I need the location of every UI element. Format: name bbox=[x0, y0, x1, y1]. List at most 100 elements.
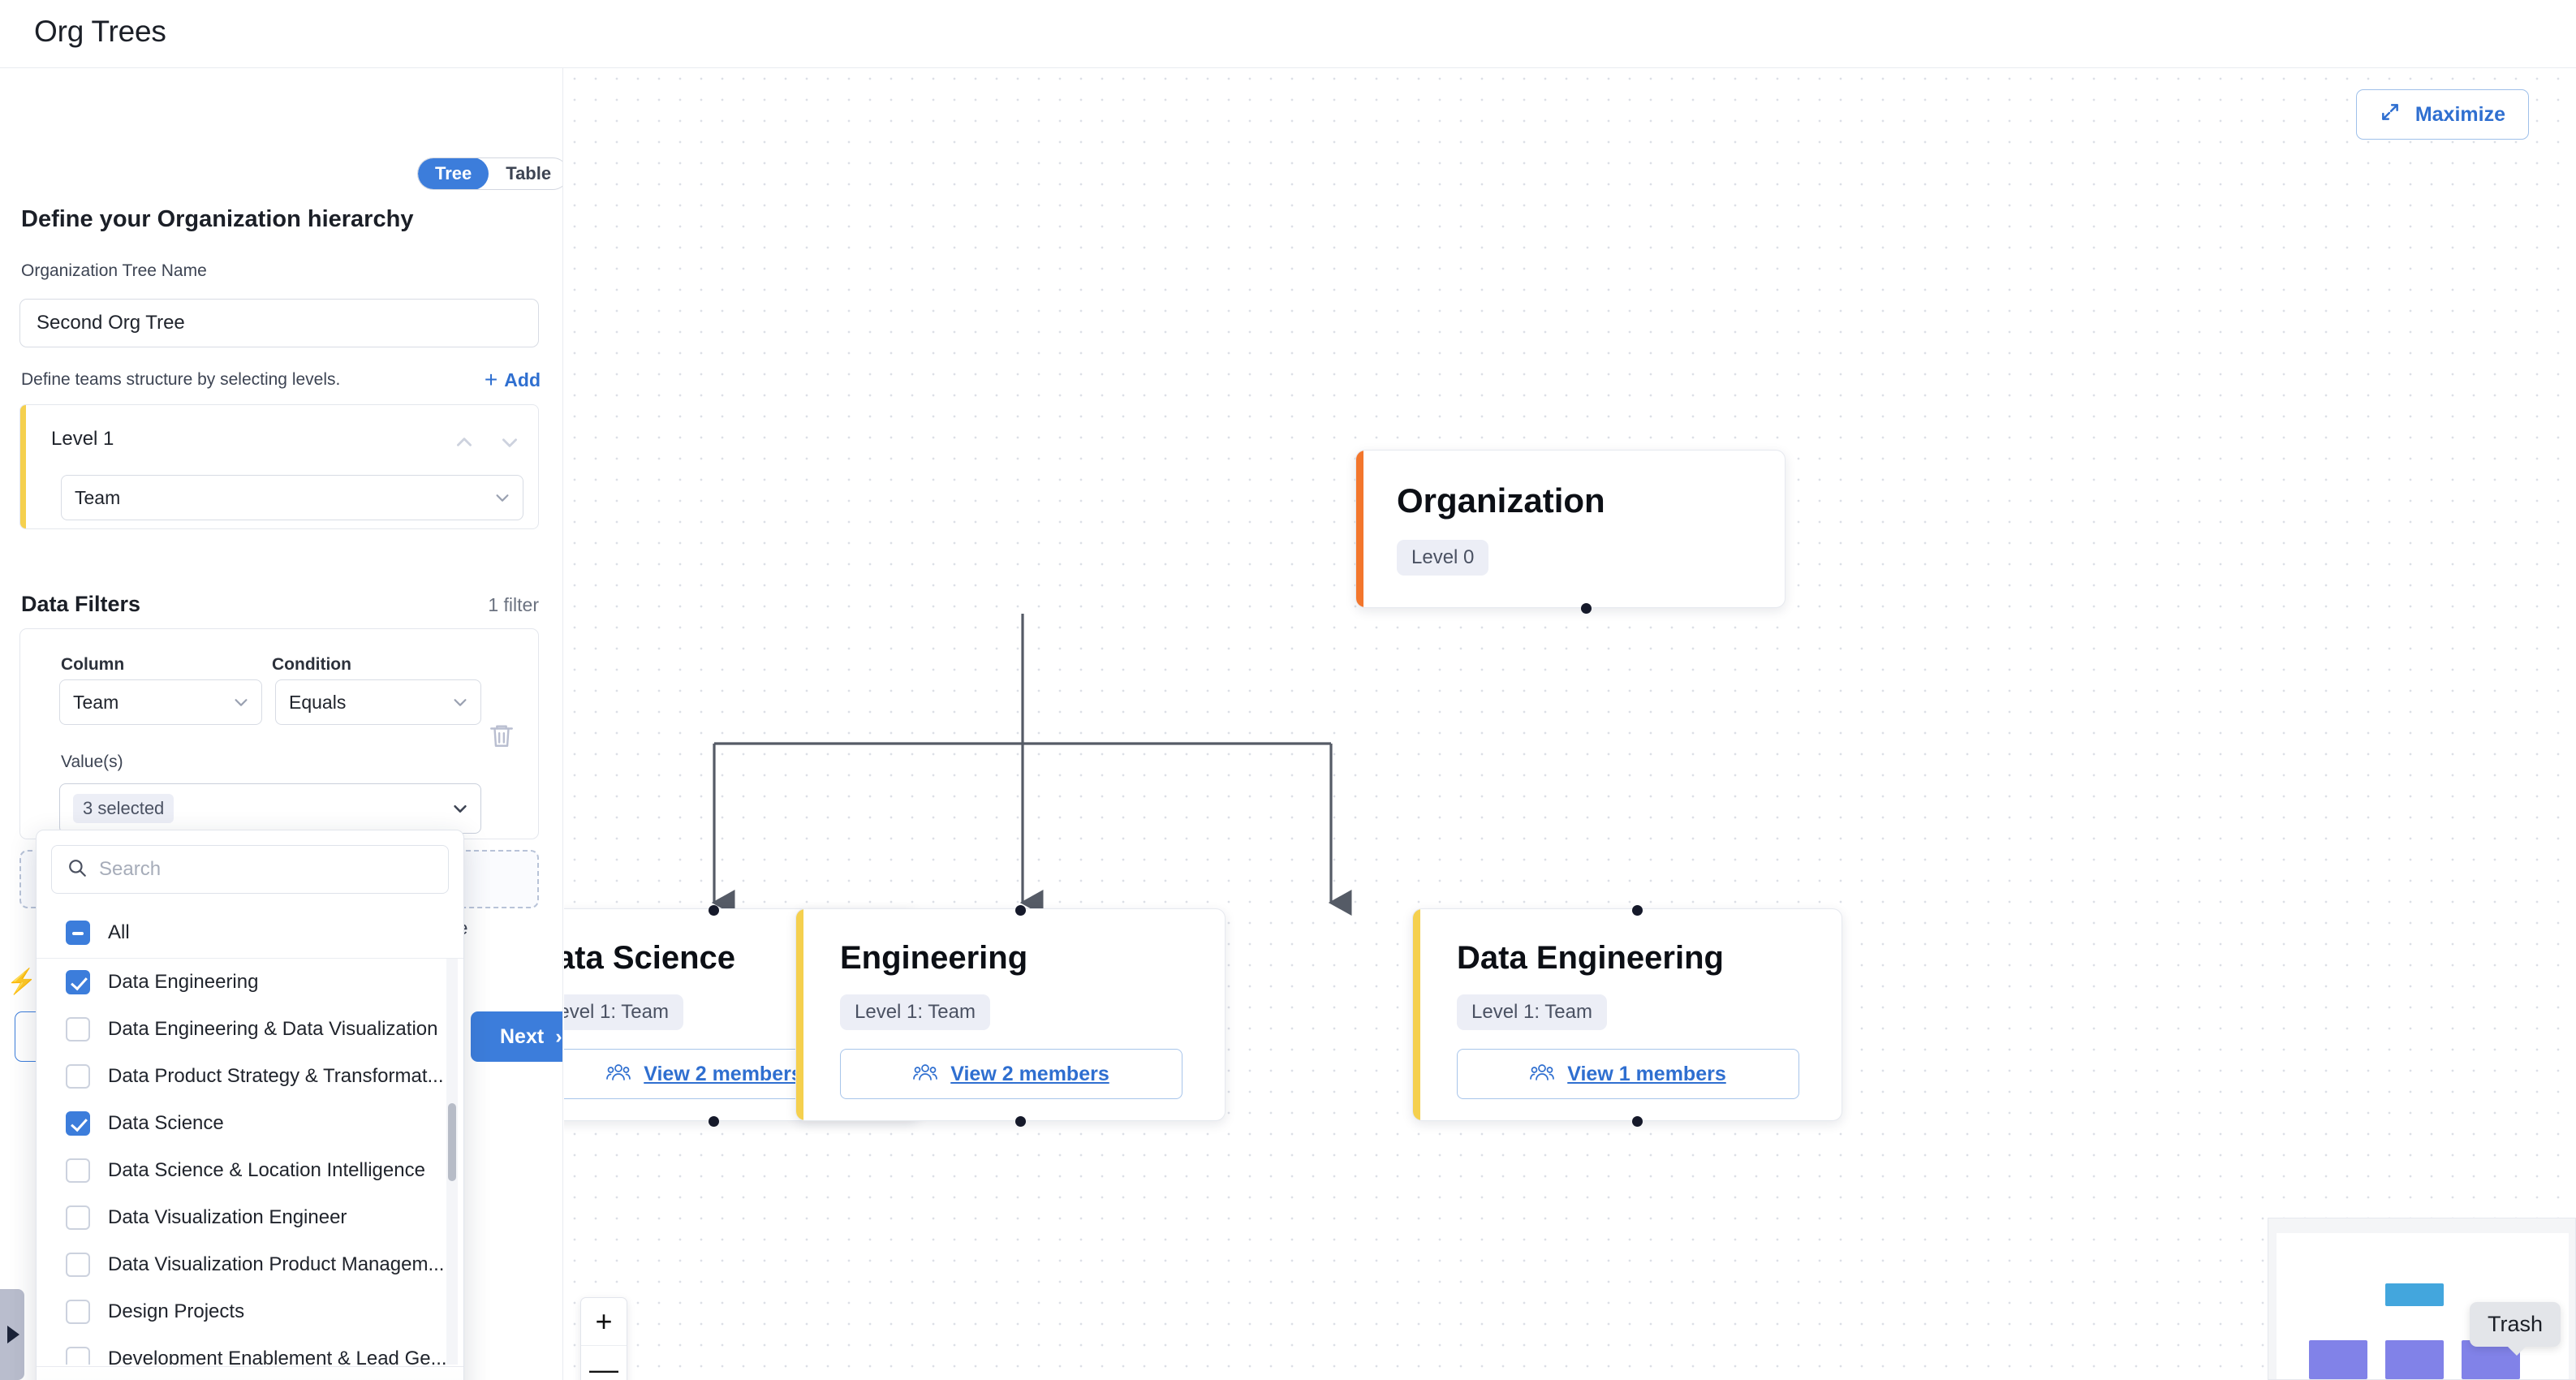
org-chart-canvas[interactable]: Maximize Organization Level 0 bbox=[564, 68, 2576, 1380]
node-port-bottom bbox=[709, 1116, 719, 1127]
option-checkbox[interactable] bbox=[66, 1205, 90, 1230]
dropdown-search-wrapper bbox=[37, 830, 463, 894]
next-button[interactable]: Next › bbox=[471, 1011, 562, 1062]
chevron-down-icon bbox=[232, 693, 250, 711]
selected-count-chip: 3 selected bbox=[73, 794, 174, 823]
node-title: Engineering bbox=[840, 940, 1028, 976]
filter-column-select[interactable]: Team bbox=[59, 679, 262, 725]
list-item[interactable]: Data Science bbox=[37, 1100, 463, 1147]
condition-label: Condition bbox=[272, 655, 351, 674]
list-item[interactable]: Data Product Strategy & Transformat... bbox=[37, 1053, 463, 1100]
dropdown-options-list[interactable]: Data Engineering Data Engineering & Data… bbox=[37, 959, 463, 1365]
option-label: Data Engineering bbox=[108, 971, 259, 993]
app-header: Org Trees bbox=[0, 0, 2576, 68]
filter-values-select[interactable]: 3 selected bbox=[59, 783, 481, 834]
chevron-down-icon bbox=[451, 800, 469, 817]
node-level-pill: Level 1: Team bbox=[840, 994, 990, 1030]
sidebar-collapse-handle[interactable] bbox=[0, 1289, 24, 1380]
org-node[interactable]: Engineering Level 1: Team View 2 members bbox=[795, 908, 1226, 1121]
filter-card: Column Condition Value(s) Team Equals 3 … bbox=[19, 628, 539, 839]
option-checkbox[interactable] bbox=[66, 1253, 90, 1277]
option-checkbox[interactable] bbox=[66, 1158, 90, 1183]
values-label: Value(s) bbox=[61, 753, 123, 771]
zoom-controls[interactable]: + — bbox=[580, 1297, 627, 1380]
node-level-pill: Level 1: Team bbox=[564, 994, 683, 1030]
column-label: Column bbox=[61, 655, 125, 674]
option-label: Data Science & Location Intelligence bbox=[108, 1159, 425, 1181]
tab-tree[interactable]: Tree bbox=[418, 158, 489, 189]
lightning-icon: ⚡ bbox=[6, 968, 37, 995]
list-item[interactable]: Development Enablement & Lead Ge... bbox=[37, 1335, 463, 1365]
node-port-top bbox=[709, 905, 719, 916]
option-label: Design Projects bbox=[108, 1300, 245, 1322]
option-checkbox[interactable] bbox=[66, 1347, 90, 1365]
members-icon bbox=[606, 1062, 631, 1087]
filter-count: 1 filter bbox=[488, 594, 539, 615]
add-level-button[interactable]: + Add bbox=[485, 369, 541, 391]
node-title: Data Science bbox=[564, 940, 736, 976]
node-accent-bar bbox=[1356, 451, 1363, 607]
list-item[interactable]: Data Engineering & Data Visualization bbox=[37, 1006, 463, 1053]
minimap[interactable]: Trash bbox=[2268, 1218, 2576, 1380]
org-node[interactable]: Data Engineering Level 1: Team View 1 me… bbox=[1412, 908, 1842, 1121]
option-label: Data Science bbox=[108, 1112, 224, 1134]
level-name: Level 1 bbox=[51, 428, 114, 450]
node-level-pill: Level 1: Team bbox=[1457, 994, 1607, 1030]
node-port-top bbox=[1015, 905, 1026, 916]
chevron-down-icon bbox=[493, 489, 511, 507]
option-checkbox[interactable] bbox=[66, 1111, 90, 1136]
select-all-row[interactable]: All bbox=[37, 907, 463, 959]
filter-column-value: Team bbox=[73, 691, 119, 713]
list-item[interactable]: Data Visualization Engineer bbox=[37, 1194, 463, 1241]
option-checkbox[interactable] bbox=[66, 970, 90, 994]
next-label: Next bbox=[500, 1024, 545, 1048]
level-column-select[interactable]: Team bbox=[61, 475, 523, 520]
dropdown-scrollbar-thumb[interactable] bbox=[448, 1103, 456, 1181]
dropdown-search-row[interactable] bbox=[51, 845, 449, 894]
config-sidebar: Tree Table Define your Organization hier… bbox=[0, 68, 563, 1380]
connector-lines bbox=[711, 614, 1352, 916]
chevron-down-icon[interactable] bbox=[499, 432, 520, 453]
node-accent-bar bbox=[1413, 909, 1420, 1120]
chevron-down-icon bbox=[451, 693, 469, 711]
tab-table[interactable]: Table bbox=[506, 163, 552, 183]
chevron-up-icon[interactable] bbox=[454, 432, 475, 453]
view-members-button[interactable]: View 1 members bbox=[1457, 1049, 1799, 1099]
list-item[interactable]: Data Engineering bbox=[37, 959, 463, 1006]
node-title: Organization bbox=[1397, 481, 1605, 520]
page-title: Org Trees bbox=[34, 15, 166, 48]
delete-filter-button[interactable] bbox=[488, 722, 515, 749]
minimap-node-child bbox=[2309, 1340, 2367, 1379]
data-filters-title: Data Filters bbox=[21, 592, 141, 616]
zoom-out-button[interactable]: — bbox=[581, 1345, 627, 1380]
node-accent-bar bbox=[796, 909, 803, 1120]
org-node[interactable]: Organization Level 0 bbox=[1355, 450, 1786, 608]
option-checkbox[interactable] bbox=[66, 1300, 90, 1324]
members-icon bbox=[1530, 1062, 1555, 1087]
trash-tooltip: Trash bbox=[2469, 1302, 2561, 1356]
option-checkbox[interactable] bbox=[66, 1064, 90, 1089]
filter-condition-select[interactable]: Equals bbox=[275, 679, 481, 725]
levels-hint-row: Define teams structure by selecting leve… bbox=[21, 369, 541, 391]
search-input[interactable] bbox=[99, 858, 433, 881]
option-label: Data Visualization Product Managem... bbox=[108, 1253, 445, 1275]
load-more-button[interactable]: Load More (200/333) bbox=[37, 1366, 463, 1380]
list-item[interactable]: Data Visualization Product Managem... bbox=[37, 1241, 463, 1288]
minimap-node-root bbox=[2385, 1283, 2444, 1306]
node-title: Data Engineering bbox=[1457, 940, 1724, 976]
tree-name-label: Organization Tree Name bbox=[21, 261, 207, 280]
maximize-button[interactable]: Maximize bbox=[2355, 89, 2529, 140]
select-all-checkbox[interactable] bbox=[66, 920, 90, 945]
view-members-button[interactable]: View 2 members bbox=[840, 1049, 1182, 1099]
list-item[interactable]: Data Science & Location Intelligence bbox=[37, 1147, 463, 1194]
tree-name-input[interactable]: Second Org Tree bbox=[19, 299, 539, 347]
node-port-bottom bbox=[1015, 1116, 1026, 1127]
levels-hint-text: Define teams structure by selecting leve… bbox=[21, 370, 341, 389]
view-mode-toggle[interactable]: Tree Table bbox=[417, 157, 562, 190]
list-item[interactable]: Design Projects bbox=[37, 1288, 463, 1335]
chevron-right-icon: › bbox=[555, 1024, 562, 1048]
add-level-label: Add bbox=[504, 369, 541, 390]
option-label: Data Visualization Engineer bbox=[108, 1206, 347, 1228]
zoom-in-button[interactable]: + bbox=[595, 1305, 613, 1338]
option-checkbox[interactable] bbox=[66, 1017, 90, 1041]
